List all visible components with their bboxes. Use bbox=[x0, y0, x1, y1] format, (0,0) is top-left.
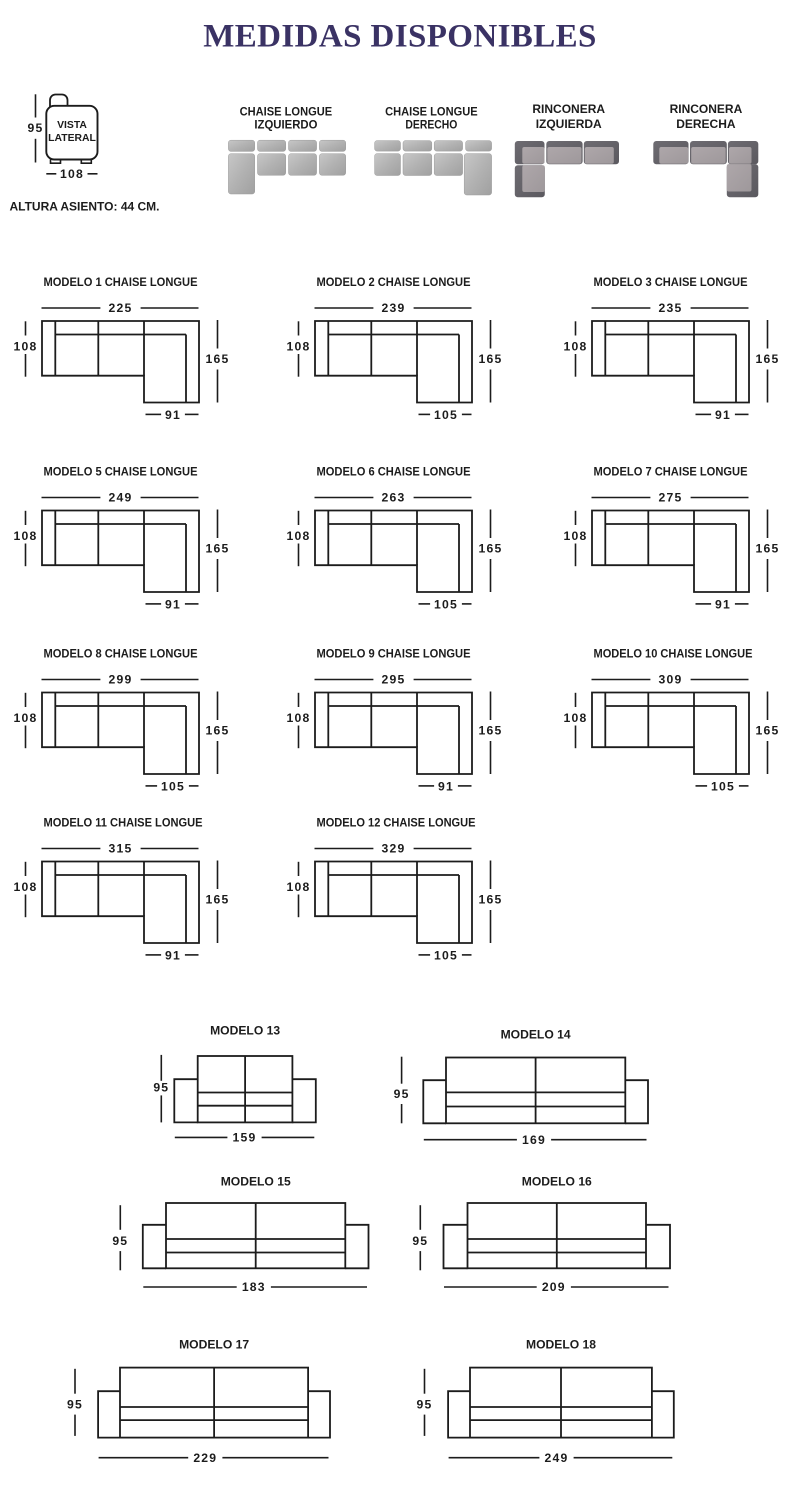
svg-text:95: 95 bbox=[28, 121, 44, 135]
svg-text:108: 108 bbox=[14, 340, 38, 354]
svg-text:165: 165 bbox=[479, 352, 503, 366]
svg-text:95: 95 bbox=[153, 1081, 169, 1095]
svg-text:MODELO 8 CHAISE LONGUE: MODELO 8 CHAISE LONGUE bbox=[44, 646, 198, 660]
svg-text:108: 108 bbox=[14, 711, 38, 725]
svg-text:105: 105 bbox=[434, 408, 458, 422]
svg-text:309: 309 bbox=[659, 673, 683, 687]
svg-text:108: 108 bbox=[60, 167, 84, 181]
svg-text:MODELO 12 CHAISE LONGUE: MODELO 12 CHAISE LONGUE bbox=[317, 815, 476, 829]
svg-text:IZQUIERDO: IZQUIERDO bbox=[254, 117, 317, 131]
svg-text:165: 165 bbox=[206, 352, 230, 366]
svg-text:95: 95 bbox=[412, 1234, 428, 1248]
svg-text:91: 91 bbox=[165, 408, 181, 422]
svg-text:108: 108 bbox=[564, 711, 588, 725]
svg-text:95: 95 bbox=[112, 1234, 128, 1248]
svg-text:299: 299 bbox=[109, 673, 133, 687]
svg-text:249: 249 bbox=[109, 491, 133, 505]
svg-text:MEDIDAS DISPONIBLES: MEDIDAS DISPONIBLES bbox=[203, 19, 597, 55]
svg-text:CHAISE LONGUE: CHAISE LONGUE bbox=[240, 105, 333, 119]
svg-text:183: 183 bbox=[242, 1280, 266, 1294]
svg-text:MODELO 5 CHAISE LONGUE: MODELO 5 CHAISE LONGUE bbox=[44, 464, 198, 478]
svg-text:MODELO 14: MODELO 14 bbox=[501, 1027, 571, 1041]
svg-text:95: 95 bbox=[67, 1398, 83, 1412]
svg-text:108: 108 bbox=[14, 880, 38, 894]
svg-text:MODELO 10 CHAISE LONGUE: MODELO 10 CHAISE LONGUE bbox=[594, 646, 753, 660]
svg-text:263: 263 bbox=[382, 491, 406, 505]
svg-text:165: 165 bbox=[479, 542, 503, 556]
svg-text:LATERAL: LATERAL bbox=[48, 133, 96, 144]
svg-text:165: 165 bbox=[756, 352, 780, 366]
svg-text:ALTURA ASIENTO: 44 CM.: ALTURA ASIENTO: 44 CM. bbox=[10, 200, 160, 214]
svg-text:91: 91 bbox=[715, 598, 731, 612]
svg-text:95: 95 bbox=[417, 1398, 433, 1412]
svg-text:MODELO 1 CHAISE LONGUE: MODELO 1 CHAISE LONGUE bbox=[44, 275, 198, 289]
svg-text:IZQUIERDA: IZQUIERDA bbox=[536, 117, 602, 131]
svg-text:165: 165 bbox=[206, 893, 230, 907]
svg-text:105: 105 bbox=[434, 598, 458, 612]
svg-text:91: 91 bbox=[165, 949, 181, 963]
svg-text:MODELO 6 CHAISE LONGUE: MODELO 6 CHAISE LONGUE bbox=[317, 464, 471, 478]
svg-text:MODELO 18: MODELO 18 bbox=[526, 1337, 596, 1351]
svg-text:RINCONERA: RINCONERA bbox=[532, 102, 605, 116]
svg-text:249: 249 bbox=[545, 1451, 569, 1465]
svg-text:159: 159 bbox=[233, 1131, 257, 1145]
svg-text:DERECHO: DERECHO bbox=[405, 117, 457, 131]
svg-text:108: 108 bbox=[287, 529, 311, 543]
svg-text:MODELO 2 CHAISE LONGUE: MODELO 2 CHAISE LONGUE bbox=[317, 275, 471, 289]
svg-text:105: 105 bbox=[161, 780, 185, 794]
svg-text:225: 225 bbox=[109, 301, 133, 315]
svg-text:165: 165 bbox=[206, 724, 230, 738]
svg-text:108: 108 bbox=[564, 340, 588, 354]
svg-text:MODELO 15: MODELO 15 bbox=[221, 1175, 291, 1189]
svg-text:95: 95 bbox=[394, 1087, 410, 1101]
svg-text:165: 165 bbox=[479, 724, 503, 738]
svg-text:108: 108 bbox=[287, 711, 311, 725]
svg-text:229: 229 bbox=[193, 1451, 217, 1465]
svg-text:108: 108 bbox=[14, 529, 38, 543]
svg-text:108: 108 bbox=[287, 880, 311, 894]
svg-text:108: 108 bbox=[564, 529, 588, 543]
svg-text:91: 91 bbox=[438, 780, 454, 794]
svg-text:VISTA: VISTA bbox=[57, 120, 87, 131]
svg-text:MODELO 9 CHAISE LONGUE: MODELO 9 CHAISE LONGUE bbox=[317, 646, 471, 660]
svg-text:235: 235 bbox=[659, 301, 683, 315]
svg-text:165: 165 bbox=[756, 542, 780, 556]
svg-text:329: 329 bbox=[382, 842, 406, 856]
svg-text:315: 315 bbox=[109, 842, 133, 856]
svg-text:105: 105 bbox=[711, 780, 735, 794]
svg-text:209: 209 bbox=[542, 1280, 566, 1294]
svg-text:169: 169 bbox=[522, 1133, 546, 1147]
svg-text:295: 295 bbox=[382, 673, 406, 687]
svg-text:165: 165 bbox=[479, 893, 503, 907]
svg-text:MODELO 3 CHAISE LONGUE: MODELO 3 CHAISE LONGUE bbox=[594, 275, 748, 289]
svg-text:165: 165 bbox=[206, 542, 230, 556]
svg-text:91: 91 bbox=[165, 598, 181, 612]
svg-text:DERECHA: DERECHA bbox=[676, 117, 736, 131]
svg-text:MODELO 13: MODELO 13 bbox=[210, 1024, 280, 1038]
svg-text:275: 275 bbox=[659, 491, 683, 505]
svg-text:239: 239 bbox=[382, 301, 406, 315]
svg-text:91: 91 bbox=[715, 408, 731, 422]
svg-text:RINCONERA: RINCONERA bbox=[670, 102, 743, 116]
svg-text:MODELO 7 CHAISE LONGUE: MODELO 7 CHAISE LONGUE bbox=[594, 464, 748, 478]
svg-text:MODELO 11 CHAISE LONGUE: MODELO 11 CHAISE LONGUE bbox=[44, 815, 203, 829]
svg-text:165: 165 bbox=[756, 724, 780, 738]
svg-text:105: 105 bbox=[434, 949, 458, 963]
svg-text:108: 108 bbox=[287, 340, 311, 354]
svg-text:MODELO 17: MODELO 17 bbox=[179, 1337, 249, 1351]
svg-text:CHAISE LONGUE: CHAISE LONGUE bbox=[385, 105, 478, 119]
svg-text:MODELO 16: MODELO 16 bbox=[522, 1175, 592, 1189]
